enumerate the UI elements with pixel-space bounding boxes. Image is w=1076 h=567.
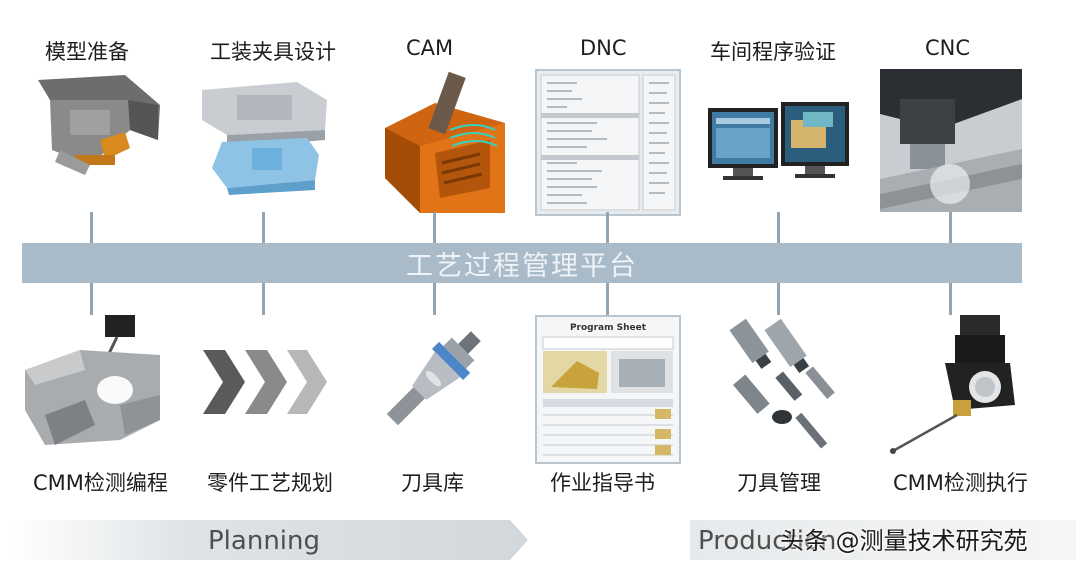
connector-top — [90, 212, 93, 243]
connector-bottom — [433, 283, 436, 315]
chevron-arrows-icon — [203, 350, 328, 415]
label-model-prep: 模型准备 — [45, 40, 129, 64]
label-cam: CAM — [406, 36, 454, 60]
cmm-probe-head-icon — [885, 315, 1025, 455]
connector-bottom — [606, 283, 609, 315]
label-part-process-planning: 零件工艺规划 — [207, 471, 333, 495]
cnc-spindle-icon — [880, 69, 1022, 212]
program-sheet-icon: Program Sheet — [535, 315, 681, 464]
connector-top — [433, 212, 436, 243]
connector-top — [262, 212, 265, 243]
connector-bottom — [777, 283, 780, 315]
cam-toolpath-icon — [380, 68, 510, 213]
tool-holder-icon — [370, 318, 495, 443]
cmm-probe-part-icon — [25, 315, 165, 455]
monitors-icon — [703, 100, 853, 185]
label-shop-verify: 车间程序验证 — [710, 40, 836, 64]
label-tool-library: 刀具库 — [401, 471, 464, 495]
label-cmm-programming: CMM检测编程 — [33, 471, 168, 495]
fixture-design-icon — [197, 70, 332, 195]
label-dnc: DNC — [580, 36, 627, 60]
label-cmm-execution: CMM检测执行 — [893, 471, 1028, 495]
label-work-instructions: 作业指导书 — [550, 471, 655, 495]
part-model-icon — [30, 70, 165, 190]
connector-top — [949, 212, 952, 243]
label-cnc: CNC — [925, 36, 971, 60]
platform-label: 工艺过程管理平台 — [406, 250, 638, 282]
label-tool-management: 刀具管理 — [737, 471, 821, 495]
connector-bottom — [949, 283, 952, 315]
watermark: 头条 @测量技术研究苑 — [780, 527, 1028, 555]
connector-bottom — [90, 283, 93, 315]
program-sheet-title: Program Sheet — [569, 323, 647, 333]
planning-phase-arrow — [10, 520, 528, 560]
production-phase-arrow — [690, 520, 1076, 560]
process-management-platform: 工艺过程管理平台 — [22, 243, 1022, 283]
label-fixture-design: 工装夹具设计 — [210, 40, 336, 64]
production-label: Production — [698, 526, 837, 556]
tool-set-icon — [712, 315, 852, 455]
connector-top — [777, 212, 780, 243]
connector-bottom — [262, 283, 265, 315]
connector-top — [606, 212, 609, 243]
planning-label: Planning — [208, 526, 320, 556]
nc-code-listing-icon — [535, 69, 681, 216]
